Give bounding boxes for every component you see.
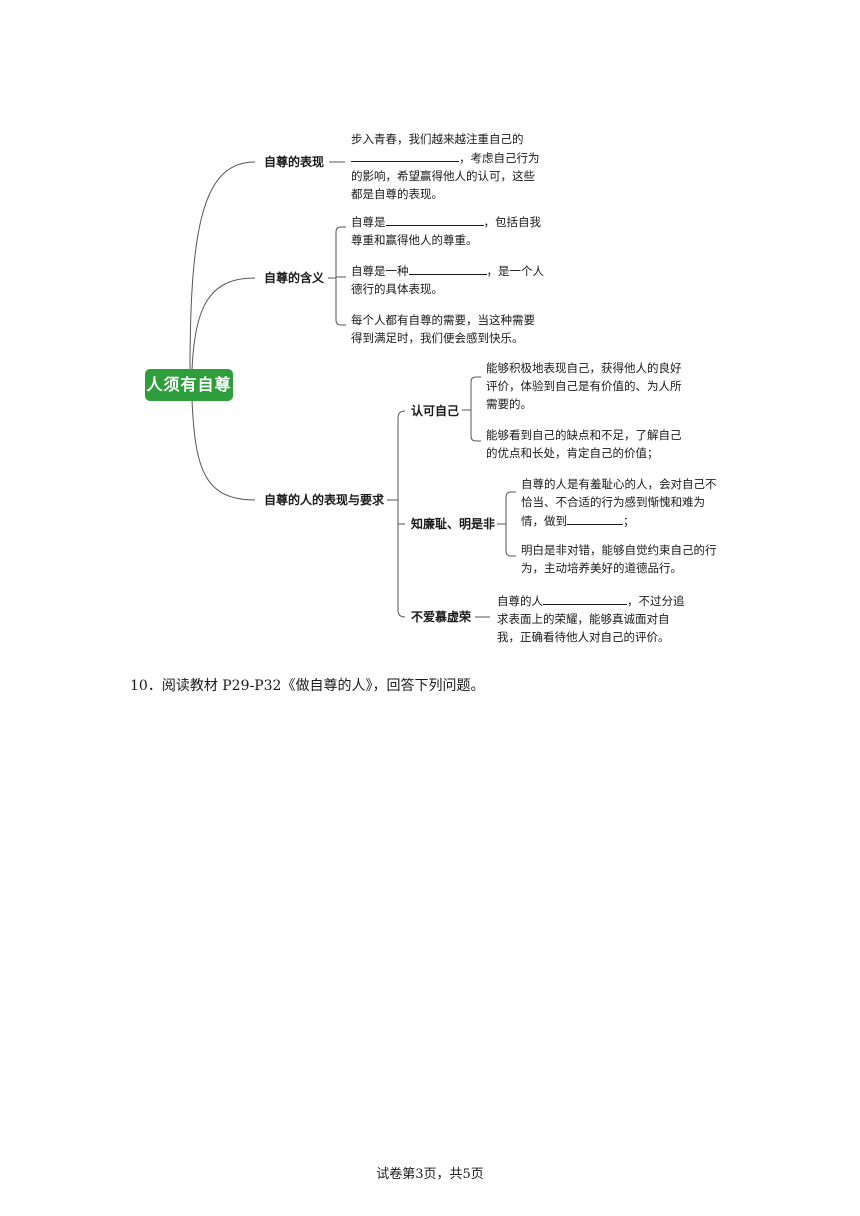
- leaf-accept-self-1: 能够积极地表现自己，获得他人的良好评价，体验到自己是有价值的、为人所需要的。: [486, 361, 682, 411]
- leaf-text: ；: [623, 514, 635, 528]
- leaf-accept-self-2: 能够看到自己的缺点和不足，了解自己的优点和长处，肯定自己的价值；: [486, 428, 682, 460]
- fill-blank[interactable]: [351, 148, 459, 162]
- fill-blank[interactable]: [567, 511, 623, 525]
- leaf-text: ，是一个人德行的具体表现。: [351, 264, 544, 296]
- leaf-text: 自尊是: [351, 215, 386, 229]
- leaf-text: 自尊的人: [497, 594, 543, 608]
- fill-blank[interactable]: [408, 261, 487, 275]
- leaf-text: ，考虑自己行为的影响，希望赢得他人的认可，这些都是自尊的表现。: [351, 151, 540, 201]
- branch-self-respect-person: 自尊的人的表现与要求: [264, 493, 385, 507]
- connector-rkzj-bracket: [470, 376, 481, 442]
- mind-map-connectors: [189, 161, 516, 618]
- leaf-text: 自尊是一种: [351, 264, 409, 278]
- connector-b3-trunk: [397, 410, 406, 618]
- mind-map-root: 人须有自尊: [145, 369, 233, 401]
- question-10: 10．阅读教材 P29-P32《做自尊的人》，回答下列问题。: [130, 678, 485, 694]
- fill-blank[interactable]: [385, 212, 484, 226]
- connector-root-branch-3: [191, 399, 256, 501]
- connector-zlc-bracket: [505, 491, 516, 557]
- leaf-meaning-2: 自尊是一种，是一个人德行的具体表现。: [351, 261, 546, 298]
- leaf-no-vanity-1: 自尊的人，不过分追求表面上的荣耀，能够真诚面对自我，正确看待他人对自己的评价。: [497, 591, 685, 646]
- page-footer: 试卷第3页，共5页: [376, 1167, 484, 1182]
- leaf-meaning-1: 自尊是，包括自我尊重和赢得他人的尊重。: [351, 212, 541, 249]
- connector-root-branch-2: [191, 277, 256, 371]
- connector-root-branch-1: [189, 161, 256, 371]
- fill-blank[interactable]: [543, 591, 627, 605]
- leaf-text: ，包括自我尊重和赢得他人的尊重。: [351, 215, 541, 247]
- sub-branch-no-vanity: 不爱慕虚荣: [411, 610, 472, 624]
- sub-branch-shame-right-wrong: 知廉耻、明是非: [411, 517, 496, 531]
- connector-b2-bracket: [335, 226, 346, 326]
- branch-self-respect-meaning: 自尊的含义: [264, 271, 325, 285]
- leaf-text: 步入青春，我们越来越注重自己的: [351, 132, 524, 146]
- leaf-expression-1: 步入青春，我们越来越注重自己的 ，考虑自己行为的影响，希望赢得他人的认可，这些都是…: [351, 130, 546, 203]
- leaf-shame-2: 明白是非对错，能够自觉约束自己的行为，主动培养美好的道德品行。: [521, 543, 717, 575]
- sub-branch-accept-self: 认可自己: [411, 404, 460, 418]
- branch-self-respect-expression: 自尊的表现: [264, 155, 325, 169]
- leaf-text: ，不过分追求表面上的荣耀，能够真诚面对自我，正确看待他人对自己的评价。: [497, 594, 685, 644]
- leaf-shame-1: 自尊的人是有羞耻心的人，会对自己不恰当、不合适的行为感到惭愧和难为情，做到；: [521, 475, 719, 530]
- leaf-meaning-3: 每个人都有自尊的需要，当这种需要得到满足时，我们便会感到快乐。: [351, 313, 535, 345]
- leaf-text: 自尊的人是有羞耻心的人，会对自己不恰当、不合适的行为感到惭愧和难为情，做到: [521, 477, 717, 528]
